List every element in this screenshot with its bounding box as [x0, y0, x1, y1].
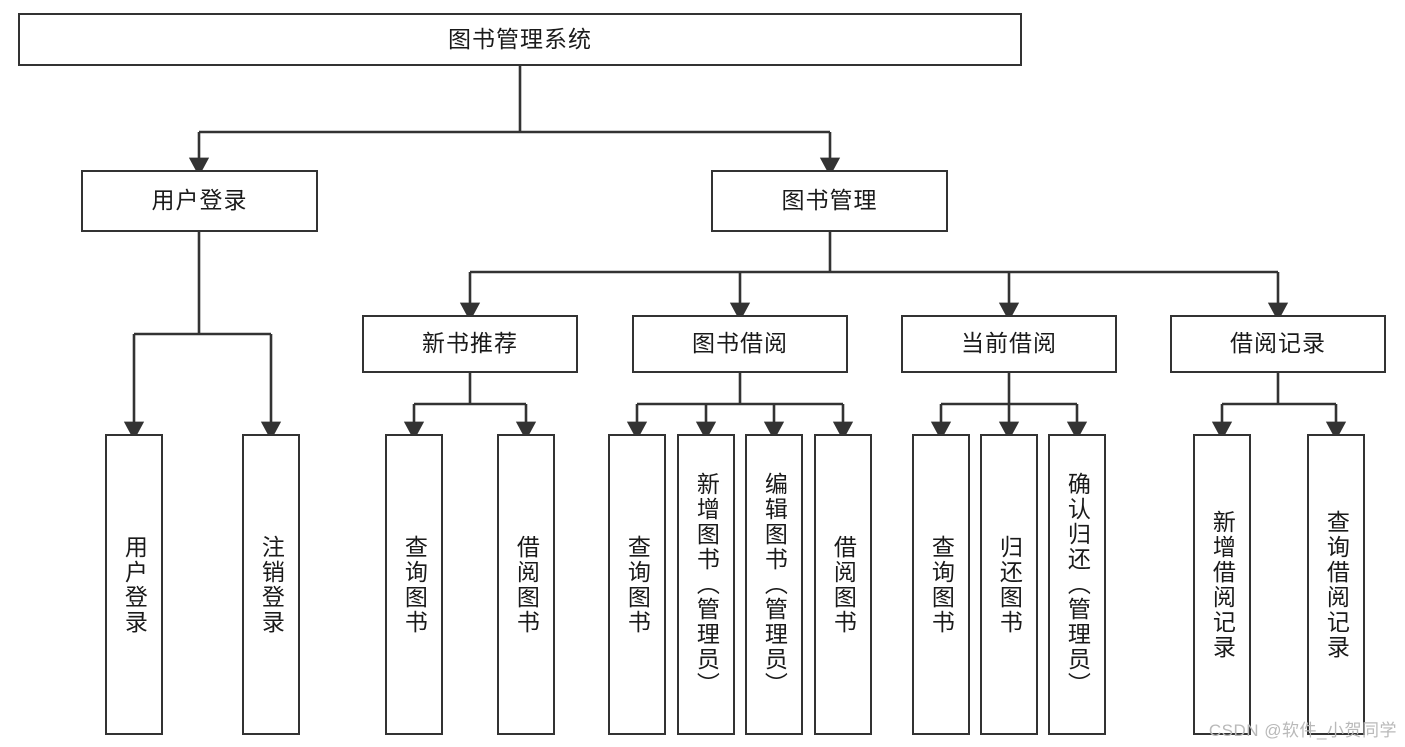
- node-leaf-book-borrow-add[interactable]: 新增图书（管理员）: [677, 434, 735, 735]
- node-book-borrow-label: 图书借阅: [692, 330, 788, 357]
- node-borrow-record-label: 借阅记录: [1230, 330, 1326, 357]
- node-leaf-label: 新增图书（管理员）: [693, 472, 720, 697]
- node-leaf-label: 查询借阅记录: [1323, 509, 1350, 660]
- node-leaf-current-borrow-query[interactable]: 查询图书: [912, 434, 970, 735]
- node-leaf-label: 编辑图书（管理员）: [761, 472, 788, 697]
- node-book-manage[interactable]: 图书管理: [711, 170, 948, 232]
- node-leaf-current-borrow-return[interactable]: 归还图书: [980, 434, 1038, 735]
- node-borrow-record[interactable]: 借阅记录: [1170, 315, 1386, 373]
- node-leaf-label: 确认归还（管理员）: [1064, 472, 1091, 697]
- node-root-label: 图书管理系统: [448, 25, 592, 52]
- node-leaf-book-borrow-query[interactable]: 查询图书: [608, 434, 666, 735]
- node-leaf-label: 查询图书: [624, 534, 651, 635]
- node-leaf-label: 注销登录: [258, 534, 285, 635]
- node-leaf-label: 用户登录: [121, 534, 148, 635]
- node-book-borrow[interactable]: 图书借阅: [632, 315, 848, 373]
- node-current-borrow-label: 当前借阅: [961, 330, 1057, 357]
- node-leaf-label: 新增借阅记录: [1209, 509, 1236, 660]
- node-user-login[interactable]: 用户登录: [81, 170, 318, 232]
- node-leaf-user-login-login[interactable]: 用户登录: [105, 434, 163, 735]
- node-leaf-label: 归还图书: [996, 534, 1023, 635]
- node-new-book-recommend[interactable]: 新书推荐: [362, 315, 578, 373]
- watermark-text: CSDN @软件_小贺同学: [1208, 721, 1397, 740]
- node-leaf-label: 查询图书: [928, 534, 955, 635]
- node-root[interactable]: 图书管理系统: [18, 13, 1022, 66]
- node-leaf-current-borrow-confirm[interactable]: 确认归还（管理员）: [1048, 434, 1106, 735]
- node-leaf-borrow-record-query[interactable]: 查询借阅记录: [1307, 434, 1365, 735]
- node-current-borrow[interactable]: 当前借阅: [901, 315, 1117, 373]
- node-leaf-borrow-record-add[interactable]: 新增借阅记录: [1193, 434, 1251, 735]
- node-new-book-recommend-label: 新书推荐: [422, 330, 518, 357]
- node-leaf-label: 查询图书: [401, 534, 428, 635]
- node-leaf-label: 借阅图书: [513, 534, 540, 635]
- node-leaf-new-book-query[interactable]: 查询图书: [385, 434, 443, 735]
- node-leaf-label: 借阅图书: [830, 534, 857, 635]
- node-leaf-book-borrow-edit[interactable]: 编辑图书（管理员）: [745, 434, 803, 735]
- node-leaf-new-book-borrow[interactable]: 借阅图书: [497, 434, 555, 735]
- node-leaf-user-login-logout[interactable]: 注销登录: [242, 434, 300, 735]
- node-book-manage-label: 图书管理: [781, 187, 878, 214]
- node-user-login-label: 用户登录: [151, 187, 248, 214]
- node-leaf-book-borrow-borrow[interactable]: 借阅图书: [814, 434, 872, 735]
